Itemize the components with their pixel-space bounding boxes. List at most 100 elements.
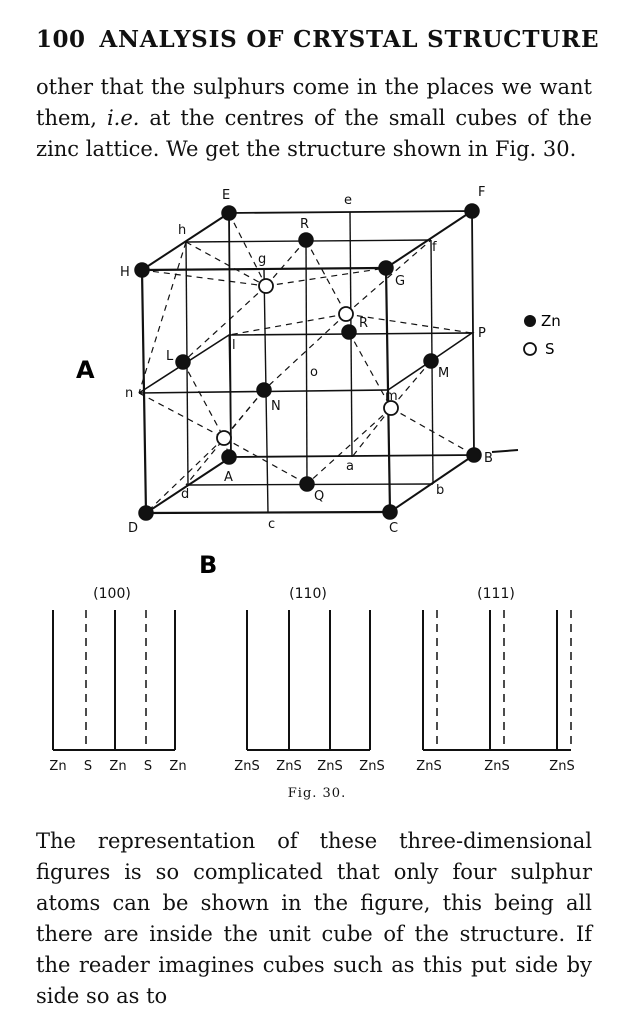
zn-atom-A — [221, 449, 237, 465]
zn-atom-Q — [299, 476, 315, 492]
plane-100-label: Zn — [49, 759, 66, 774]
label-P: P — [478, 326, 486, 341]
zn-atom-R-top — [298, 232, 314, 248]
bond-15 — [306, 407, 392, 485]
plane-110 — [246, 610, 371, 751]
label-R-mid: R — [359, 316, 368, 331]
bond-1 — [228, 212, 267, 287]
arrow-mark — [491, 449, 519, 453]
label-l: l — [232, 338, 236, 353]
s-atom-m — [383, 400, 399, 416]
page-number: 100 — [36, 26, 86, 53]
zn-atom-N — [256, 382, 272, 398]
plane-100-title: (100) — [93, 586, 131, 602]
label-D: D — [128, 521, 138, 536]
plane-110-label: ZnS — [317, 759, 342, 774]
plane-110-label: ZnS — [276, 759, 301, 774]
label-m: m — [385, 389, 398, 404]
bond-20 — [145, 437, 225, 514]
label-H: H — [120, 265, 130, 280]
zn-atoms — [134, 203, 482, 521]
label-d: d — [181, 487, 189, 502]
label-n: n — [125, 386, 133, 401]
label-a: a — [346, 459, 354, 474]
legend-zn-label: Zn — [541, 312, 561, 330]
running-title: ANALYSIS OF CRYSTAL STRUCTURE — [99, 26, 600, 53]
label-R-top: R — [300, 217, 309, 232]
label-L: L — [166, 349, 174, 364]
label-A: A — [224, 470, 233, 485]
plane-labels: Zn S Zn S Zn ZnS ZnS ZnS ZnS ZnS ZnS ZnS — [49, 759, 574, 774]
bond-8 — [345, 239, 432, 315]
legend-s-marker — [523, 342, 537, 356]
zn-atom-G — [378, 260, 394, 276]
zn-atom-H — [134, 262, 150, 278]
label-M: M — [438, 366, 449, 381]
plane-111-label: ZnS — [416, 759, 441, 774]
bond-14 — [390, 407, 475, 456]
zn-atom-C — [382, 504, 398, 520]
bond-3 — [141, 269, 267, 287]
bond-6 — [265, 267, 387, 287]
legend: Zn S — [523, 312, 561, 358]
mid-vertical-center — [305, 239, 308, 485]
bond-12 — [348, 331, 392, 409]
plane-100-label: Zn — [169, 759, 186, 774]
s-atom-g — [258, 278, 274, 294]
para1-text-b: at the centres of the small cubes of the… — [36, 106, 593, 161]
dashed-bonds — [138, 212, 475, 514]
label-G: G — [395, 274, 405, 289]
zn-atom-M — [423, 353, 439, 369]
panel-a-label: A — [76, 356, 95, 384]
bond-16 — [351, 407, 392, 458]
bond-5 — [182, 285, 267, 363]
plane-110-label: ZnS — [359, 759, 384, 774]
plane-111 — [422, 610, 572, 751]
s-atoms — [216, 278, 399, 446]
zn-atom-E — [221, 205, 237, 221]
s-atom-R — [338, 306, 354, 322]
legend-s-label: S — [545, 340, 555, 358]
label-N: N — [271, 399, 281, 414]
bond-9 — [263, 313, 347, 391]
legend-zn-marker — [524, 315, 536, 327]
cube-labels: E e F h R f H g G R P L l o M n N m A a … — [120, 185, 493, 536]
label-Q: Q — [314, 489, 324, 504]
plane-100-label: S — [84, 759, 92, 774]
zn-atom-L — [175, 354, 191, 370]
s-atom-A — [216, 430, 232, 446]
bond-7 — [305, 239, 347, 315]
label-g: g — [258, 252, 266, 267]
zn-atom-D — [138, 505, 154, 521]
plane-110-label: ZnS — [234, 759, 259, 774]
bond-21 — [223, 437, 308, 485]
edge-HE — [141, 212, 230, 271]
bond-23 — [138, 241, 187, 394]
label-f: f — [432, 240, 437, 255]
panel-b-label: B — [199, 551, 217, 579]
label-c: c — [268, 517, 275, 532]
zn-atom-F — [464, 203, 480, 219]
zn-atom-R-mid — [341, 324, 357, 340]
plane-111-title: (111) — [477, 586, 515, 602]
plane-100 — [52, 610, 176, 751]
figure-caption: Fig. 30. — [287, 786, 347, 801]
plane-111-label: ZnS — [484, 759, 509, 774]
label-E: E — [222, 188, 230, 203]
bond-2 — [185, 241, 267, 287]
plane-110-title: (110) — [289, 586, 327, 602]
para1-text-a: other that the sulphurs come in the plac… — [36, 75, 592, 130]
bond-18 — [138, 392, 225, 439]
para1-text-ie: i.e. — [106, 106, 140, 130]
plane-111-label: ZnS — [549, 759, 574, 774]
label-e: e — [344, 193, 352, 208]
plane-100-label: Zn — [109, 759, 126, 774]
bond-4 — [265, 239, 307, 287]
bond-17 — [182, 361, 225, 439]
label-B: B — [484, 451, 493, 466]
zn-atom-B — [466, 447, 482, 463]
plane-100-label: S — [144, 759, 152, 774]
paragraph-1: other that the sulphurs come in the plac… — [36, 72, 592, 165]
label-o: o — [310, 365, 318, 380]
label-F: F — [478, 185, 485, 200]
